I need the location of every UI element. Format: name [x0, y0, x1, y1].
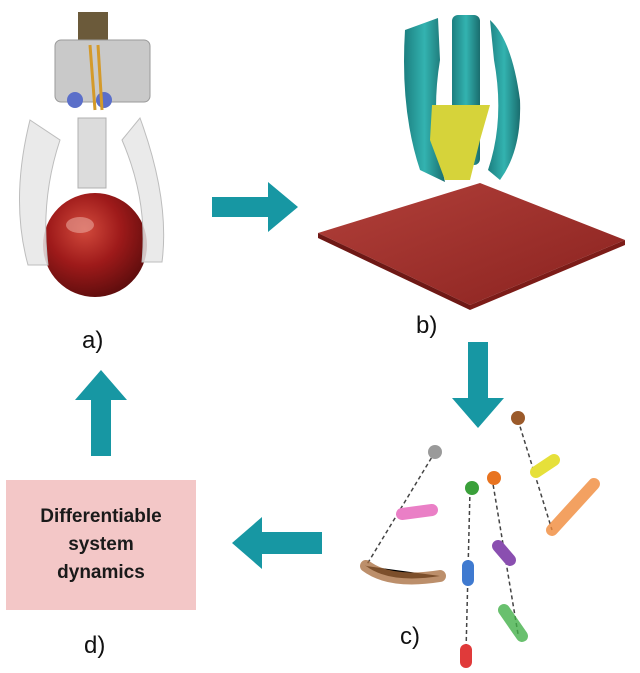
arrow-left-icon	[232, 517, 322, 569]
simulation-render	[318, 15, 625, 310]
soft-finger-right	[121, 117, 165, 263]
simulated-finger-right	[488, 20, 521, 180]
trace-purple	[492, 540, 516, 566]
keypoint-gray	[428, 445, 442, 459]
dynamics-box-text: Differentiable system dynamics	[40, 506, 162, 583]
arrow-down-icon	[452, 342, 504, 428]
trace-green	[498, 604, 528, 642]
label-b: b)	[416, 312, 438, 339]
keypoint-trajectories	[360, 411, 600, 668]
trace-brown	[360, 560, 446, 585]
apple-highlight	[66, 217, 94, 233]
keypoint-orange	[487, 471, 501, 485]
keypoint-brown	[511, 411, 525, 425]
soft-finger-left	[18, 119, 61, 266]
label-d: d)	[84, 632, 106, 659]
gripper-screw	[67, 92, 83, 108]
dashed-links	[365, 419, 553, 653]
apple	[43, 193, 147, 297]
flow-arrows	[75, 182, 504, 569]
plate-edge	[318, 233, 470, 310]
gripper-screw	[96, 92, 112, 108]
gripper-wires	[88, 44, 104, 111]
gripper-mount	[78, 12, 108, 42]
arrow-right-icon	[212, 182, 298, 232]
trace-yellow	[530, 454, 560, 478]
dynamics-box: Differentiable system dynamics	[6, 480, 196, 610]
label-c: c)	[400, 623, 420, 650]
center-finger	[77, 117, 107, 189]
trace-pink	[396, 504, 438, 520]
arrow-up-icon	[75, 370, 127, 456]
simulation-plate	[318, 183, 625, 305]
simulated-object	[430, 105, 490, 180]
plate-edge	[470, 240, 625, 310]
label-a: a)	[82, 327, 104, 354]
keypoint-green-top	[465, 481, 479, 495]
gripper-photo	[18, 12, 165, 297]
trace-orange	[546, 478, 600, 536]
